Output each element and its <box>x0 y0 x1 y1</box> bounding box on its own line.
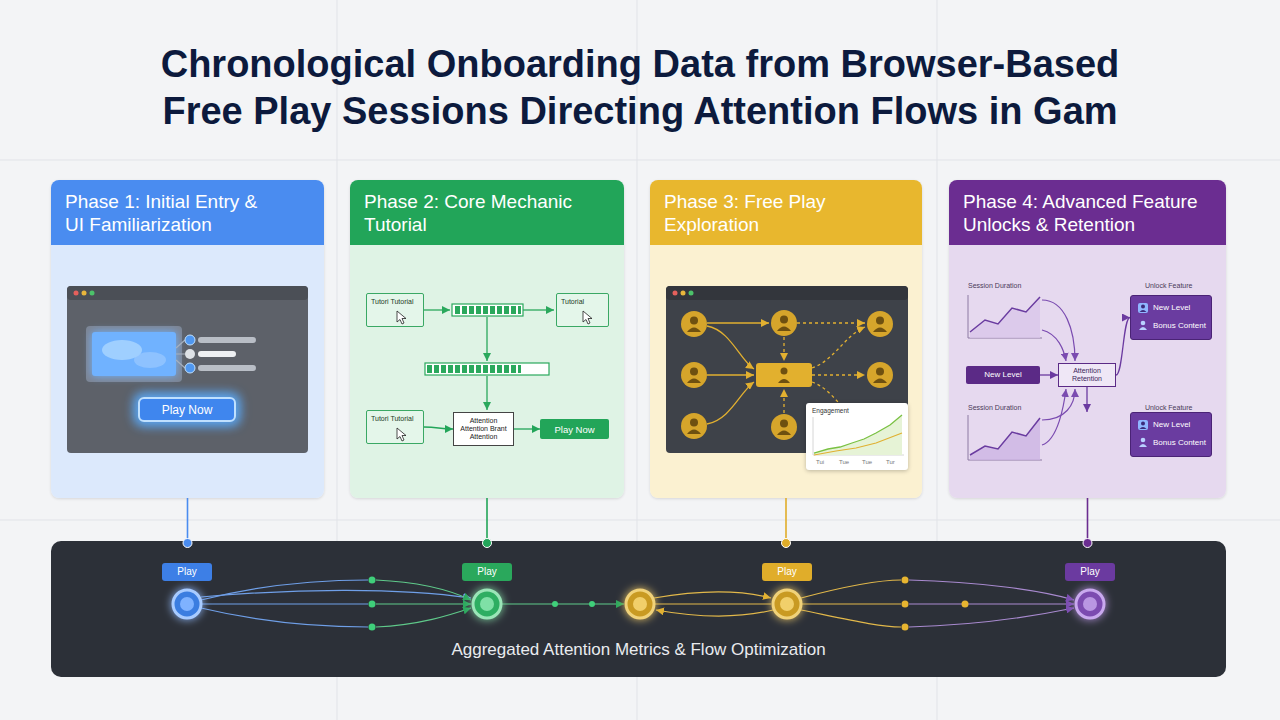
chart-label: Session Duration <box>968 281 1021 290</box>
phase-heading: Phase 1: Initial Entry & UI Familiarizat… <box>65 190 270 236</box>
phase-heading: Phase 2: Core Mechanic Tutorial <box>364 190 614 236</box>
attention-box: Attention Retention <box>1058 363 1116 387</box>
play-tag: Play <box>1065 563 1115 581</box>
node-text: Engagement <box>812 407 849 415</box>
node-text: New Level <box>1153 420 1190 430</box>
node-text: Play <box>1080 566 1099 578</box>
node-text: Play Now <box>554 424 594 435</box>
node-text: Play <box>777 566 796 578</box>
play-tag: Play <box>162 563 212 581</box>
node-text: Play <box>477 566 496 578</box>
node-text: Tutori Tutorial <box>367 294 423 306</box>
phase-heading: Phase 4: Advanced Feature Unlocks & Rete… <box>963 190 1213 236</box>
phase-card: Phase 3: Free Play ExplorationEngagement… <box>650 180 922 498</box>
node-text: Tue <box>862 459 872 466</box>
node-text: Bonus Content <box>1153 321 1206 331</box>
node-text: Bonus Content <box>1153 438 1206 448</box>
node-graphic <box>1131 296 1213 341</box>
chart-label: Unlock Feature <box>1145 403 1192 412</box>
play-tag: Play <box>762 563 812 581</box>
level-box: New Level <box>966 366 1040 384</box>
node-text: Aggregated Attention Metrics & Flow Opti… <box>51 640 1226 660</box>
node-text: Attention Attention Brant Attention <box>457 417 510 441</box>
unlock-box: New LevelBonus Content <box>1130 295 1212 340</box>
chart-label: Session Duration <box>968 403 1021 412</box>
connector <box>1087 498 1089 541</box>
node-text: Attention Retention <box>1059 367 1115 383</box>
engagement-chart: EngagementTui Tue Tue Tur <box>806 403 908 470</box>
connector <box>187 498 189 541</box>
tutorial-box: Tutorial <box>556 293 609 327</box>
unlock-box: New LevelBonus Content <box>1130 412 1212 457</box>
play-tag: Play <box>462 563 512 581</box>
attention-box: Attention Attention Brant Attention <box>453 412 514 446</box>
phase-card: Phase 4: Advanced Feature Unlocks & Rete… <box>949 180 1226 498</box>
node-text: New Level <box>1153 303 1190 313</box>
node-text: New Level <box>984 370 1021 380</box>
connector <box>785 498 787 541</box>
node-text: Tutori Tutorial <box>367 411 423 423</box>
play-button: Play Now <box>138 397 236 422</box>
play-button: Play Now <box>540 419 609 439</box>
node-text: Tui <box>816 459 824 466</box>
metrics-band: Aggregated Attention Metrics & Flow Opti… <box>51 541 1226 677</box>
node-graphic <box>1131 413 1213 458</box>
node-text: Tutorial <box>557 294 608 306</box>
tutorial-box: Tutori Tutorial <box>366 410 424 444</box>
chart-label: Unlock Feature <box>1145 281 1192 290</box>
node-text: Tur <box>886 459 895 466</box>
diagram-title: Chronological Onboarding Data from Brows… <box>140 41 1140 135</box>
node-text: Tue <box>839 459 849 466</box>
phase-card: Phase 2: Core Mechanic TutorialTutori Tu… <box>350 180 624 498</box>
node-text: Play Now <box>162 403 213 417</box>
tutorial-box: Tutori Tutorial <box>366 293 424 327</box>
node-text: Play <box>177 566 196 578</box>
phase-heading: Phase 3: Free Play Exploration <box>664 190 914 236</box>
phase-card: Phase 1: Initial Entry & UI Familiarizat… <box>51 180 324 498</box>
connector <box>486 498 488 541</box>
